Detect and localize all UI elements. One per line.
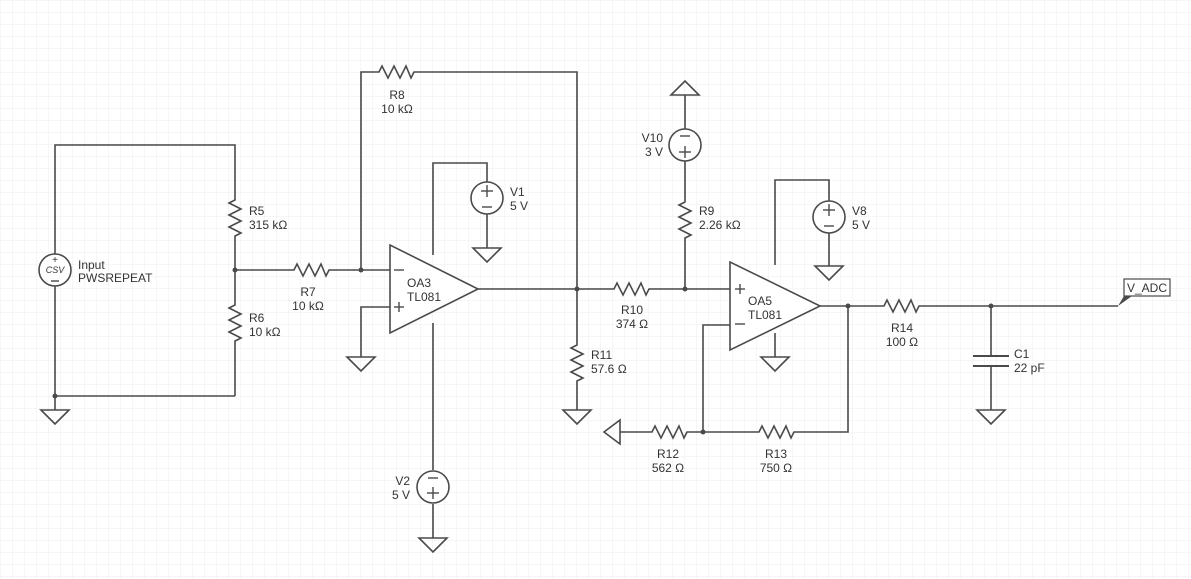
oa3-name: OA3 [407, 276, 431, 290]
v10-value: 3 V [645, 145, 663, 159]
ground-symbol [345, 356, 377, 373]
r10-name: R10 [621, 303, 643, 317]
capacitor-c1[interactable] [973, 355, 1009, 367]
oa5-wires [620, 95, 1118, 433]
input-source-name: Input [78, 258, 105, 272]
junction-dot [358, 267, 364, 273]
voltage-source-v1[interactable] [470, 181, 504, 215]
r11-name: R11 [591, 348, 612, 362]
resistor-r11[interactable] [569, 340, 585, 386]
oa5-model: TL081 [748, 308, 782, 322]
junction-dot [700, 429, 706, 435]
r9-value: 2.26 kΩ [699, 218, 741, 232]
oa5-name: OA5 [748, 294, 772, 308]
voltage-source-v2[interactable] [416, 470, 450, 504]
resistor-r6[interactable] [227, 300, 243, 346]
net-label-v-adc[interactable]: V_ADC [1118, 278, 1171, 306]
r13-value: 750 Ω [760, 461, 792, 475]
r9-name: R9 [699, 204, 715, 218]
r8-name: R8 [389, 88, 405, 102]
c1-value: 22 pF [1014, 361, 1045, 375]
input-source-symbol: CSV [46, 265, 66, 275]
resistor-r9[interactable] [677, 197, 693, 239]
r14-name: R14 [891, 321, 913, 335]
ground-symbol [471, 247, 503, 264]
v8-value: 5 V [852, 218, 870, 232]
ground-symbol [759, 356, 791, 373]
net-label-v-adc-text: V_ADC [1127, 281, 1167, 295]
r10-value: 374 Ω [616, 317, 648, 331]
r12-value: 562 Ω [652, 461, 684, 475]
ground-symbol [813, 265, 845, 282]
input-source-plus: + [52, 255, 58, 266]
junction-dot [988, 303, 994, 309]
c1-name: C1 [1014, 347, 1030, 361]
r5-value: 315 kΩ [249, 218, 287, 232]
input-source-mode: PWSREPEAT [78, 271, 153, 285]
r14-value: 100 Ω [886, 335, 918, 349]
resistor-r8[interactable] [375, 64, 417, 80]
v1-name: V1 [510, 185, 525, 199]
feedback-wires-oa3 [360, 71, 610, 538]
v2-name: V2 [395, 474, 410, 488]
r6-value: 10 kΩ [249, 325, 281, 339]
r8-value: 10 kΩ [381, 102, 413, 116]
r5-name: R5 [249, 204, 265, 218]
resistor-r13[interactable] [755, 424, 797, 440]
ground-symbol [39, 409, 71, 426]
voltage-source-v10[interactable] [668, 128, 702, 162]
v1-value: 5 V [510, 199, 528, 213]
junction-dot [232, 267, 238, 273]
resistor-r7[interactable] [290, 262, 330, 278]
v2-value: 5 V [392, 488, 410, 502]
v10-name: V10 [642, 131, 664, 145]
junction-dot [682, 286, 688, 292]
opamp-oa3[interactable] [389, 243, 480, 335]
r6-name: R6 [249, 311, 265, 325]
ground-symbol [417, 537, 449, 554]
voltage-source-v8[interactable] [812, 200, 846, 234]
junction-dot [574, 286, 580, 292]
supply-arrow-symbol [669, 79, 701, 96]
r7-value: 10 kΩ [292, 299, 324, 313]
r7-name: R7 [300, 285, 316, 299]
junction-dot [52, 393, 58, 399]
resistor-r14[interactable] [880, 298, 922, 314]
oa3-model: TL081 [407, 290, 441, 304]
r11-value: 57.6 Ω [591, 362, 627, 376]
resistor-r5[interactable] [227, 195, 243, 237]
resistor-r10[interactable] [610, 281, 652, 297]
ground-symbol [975, 409, 1007, 426]
v8-name: V8 [852, 204, 867, 218]
r12-name: R12 [657, 447, 679, 461]
input-source[interactable]: CSV + [38, 253, 72, 287]
ground-symbol [561, 409, 593, 426]
resistor-r12[interactable] [648, 424, 690, 440]
opamp-oa5[interactable] [729, 260, 822, 352]
r13-name: R13 [765, 447, 787, 461]
junction-dot [845, 303, 851, 309]
ground-arrow-symbol [602, 418, 621, 446]
